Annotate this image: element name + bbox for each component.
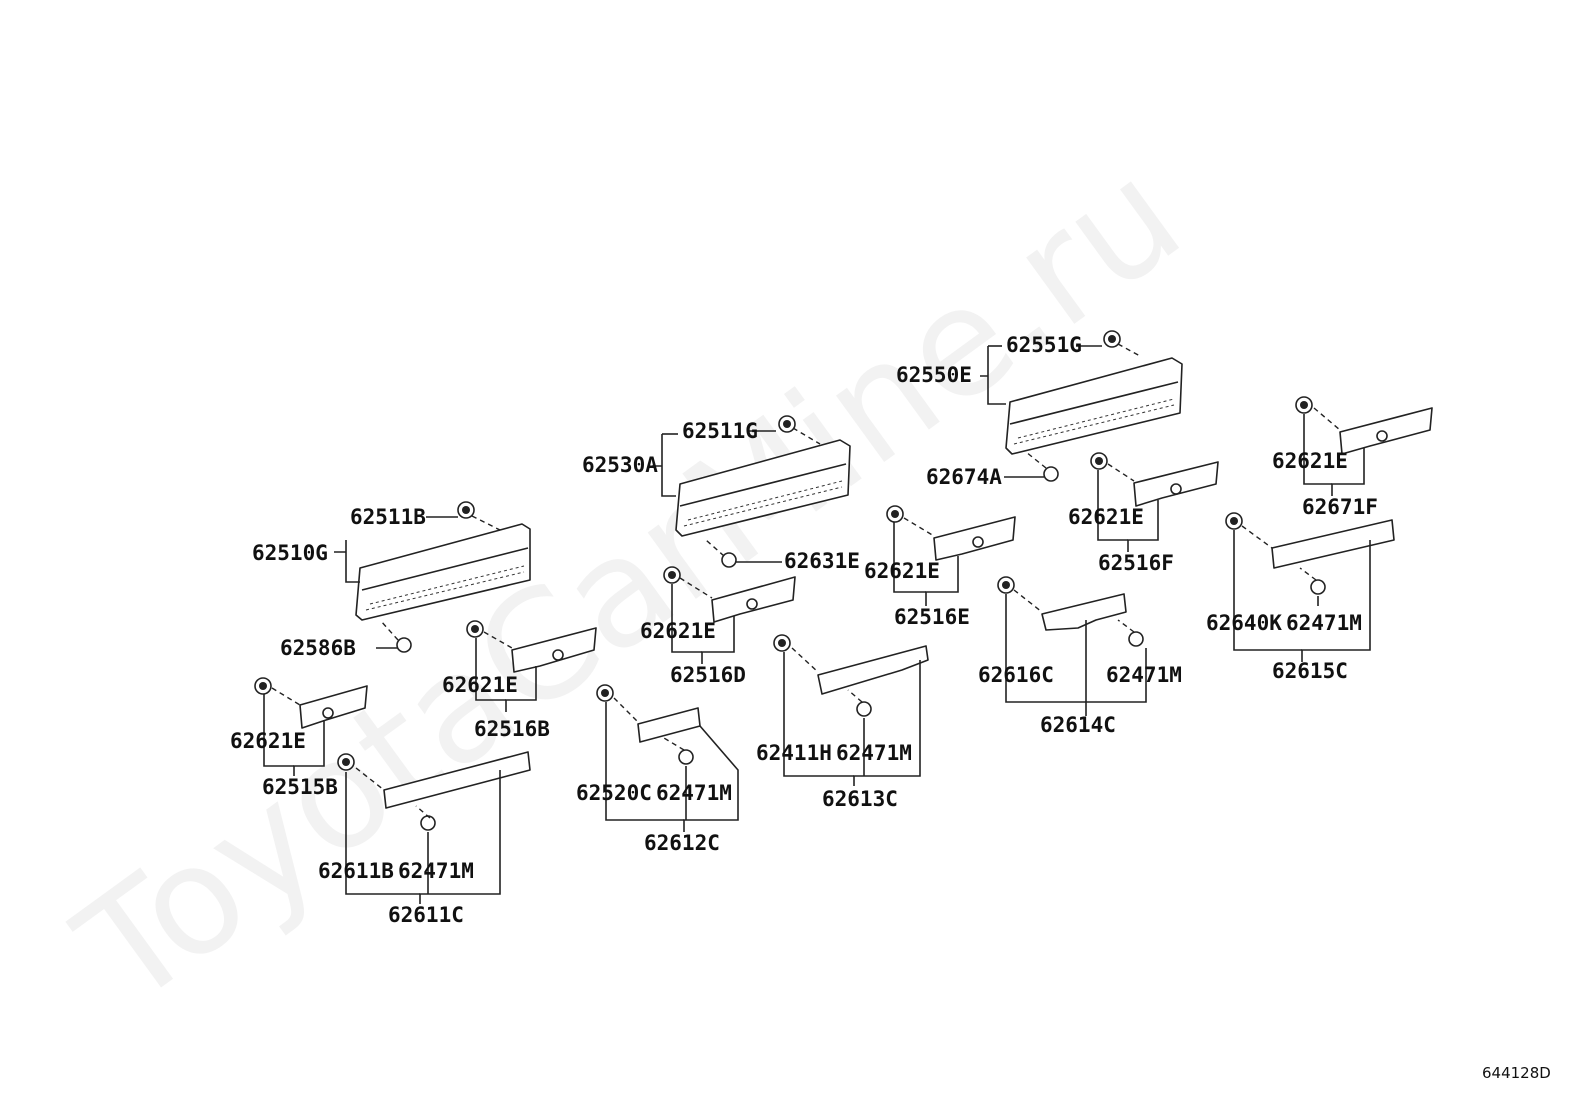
label-62411H[interactable]: 62411H bbox=[756, 741, 832, 765]
label-62510G[interactable]: 62510G bbox=[252, 541, 328, 565]
label-62674A[interactable]: 62674A bbox=[926, 465, 1002, 489]
label-62621E-c[interactable]: 62621E bbox=[640, 619, 716, 643]
bracket-62516D[interactable] bbox=[711, 576, 796, 623]
label-62615C[interactable]: 62615C bbox=[1272, 659, 1348, 683]
plug-icon bbox=[396, 466, 1326, 831]
label-62640K[interactable]: 62640K bbox=[1206, 611, 1282, 635]
panel-62550E[interactable] bbox=[1005, 357, 1183, 455]
bracket-62515B[interactable] bbox=[299, 685, 368, 729]
label-62471M-e[interactable]: 62471M bbox=[1286, 611, 1362, 635]
label-62530A[interactable]: 62530A bbox=[582, 453, 658, 477]
label-62516D[interactable]: 62516D bbox=[670, 663, 746, 687]
clip-icon bbox=[254, 330, 1313, 771]
label-62586B[interactable]: 62586B bbox=[280, 636, 356, 660]
bracket-62671F[interactable] bbox=[1339, 407, 1433, 455]
label-62511G[interactable]: 62511G bbox=[682, 419, 758, 443]
label-62621E-e[interactable]: 62621E bbox=[1068, 505, 1144, 529]
bracket-62516E[interactable] bbox=[933, 516, 1016, 561]
label-62516F[interactable]: 62516F bbox=[1098, 551, 1174, 575]
label-62631E[interactable]: 62631E bbox=[784, 549, 860, 573]
label-62471M-d[interactable]: 62471M bbox=[1106, 663, 1182, 687]
plate-62612C[interactable] bbox=[637, 707, 701, 743]
panel-62530A[interactable] bbox=[675, 439, 851, 537]
label-62621E-f[interactable]: 62621E bbox=[1272, 449, 1348, 473]
panel-62510G[interactable] bbox=[355, 523, 531, 621]
diagram-ref-number: 644128D bbox=[1482, 1064, 1551, 1082]
label-62613C[interactable]: 62613C bbox=[822, 787, 898, 811]
label-62671F[interactable]: 62671F bbox=[1302, 495, 1378, 519]
watermark: ToyotaCarMine.ru bbox=[48, 128, 1211, 1040]
label-62611C[interactable]: 62611C bbox=[388, 903, 464, 927]
bracket-62516F[interactable] bbox=[1133, 461, 1219, 507]
label-62621E-b[interactable]: 62621E bbox=[442, 673, 518, 697]
label-62611B[interactable]: 62611B bbox=[318, 859, 394, 883]
label-62616C[interactable]: 62616C bbox=[978, 663, 1054, 687]
label-62621E-d[interactable]: 62621E bbox=[864, 559, 940, 583]
label-62515B[interactable]: 62515B bbox=[262, 775, 338, 799]
label-62550E[interactable]: 62550E bbox=[896, 363, 972, 387]
label-62621E-a[interactable]: 62621E bbox=[230, 729, 306, 753]
plate-62615C[interactable] bbox=[1271, 519, 1395, 569]
label-62471M-c[interactable]: 62471M bbox=[836, 741, 912, 765]
label-62612C[interactable]: 62612C bbox=[644, 831, 720, 855]
label-62471M-a[interactable]: 62471M bbox=[398, 859, 474, 883]
bracket-62516B[interactable] bbox=[511, 627, 597, 673]
part-labels: 62510G 62511B 62586B 62530A 62511G 62631… bbox=[230, 333, 1378, 927]
label-62471M-b[interactable]: 62471M bbox=[656, 781, 732, 805]
leader-lines bbox=[263, 343, 1371, 904]
plate-62611C[interactable] bbox=[383, 751, 531, 809]
label-62551G[interactable]: 62551G bbox=[1006, 333, 1082, 357]
label-62614C[interactable]: 62614C bbox=[1040, 713, 1116, 737]
label-62516E[interactable]: 62516E bbox=[894, 605, 970, 629]
label-62516B[interactable]: 62516B bbox=[474, 717, 550, 741]
label-62511B[interactable]: 62511B bbox=[350, 505, 426, 529]
plate-62613C[interactable] bbox=[817, 645, 929, 695]
label-62520C[interactable]: 62520C bbox=[576, 781, 652, 805]
plate-62614C[interactable] bbox=[1041, 593, 1127, 631]
